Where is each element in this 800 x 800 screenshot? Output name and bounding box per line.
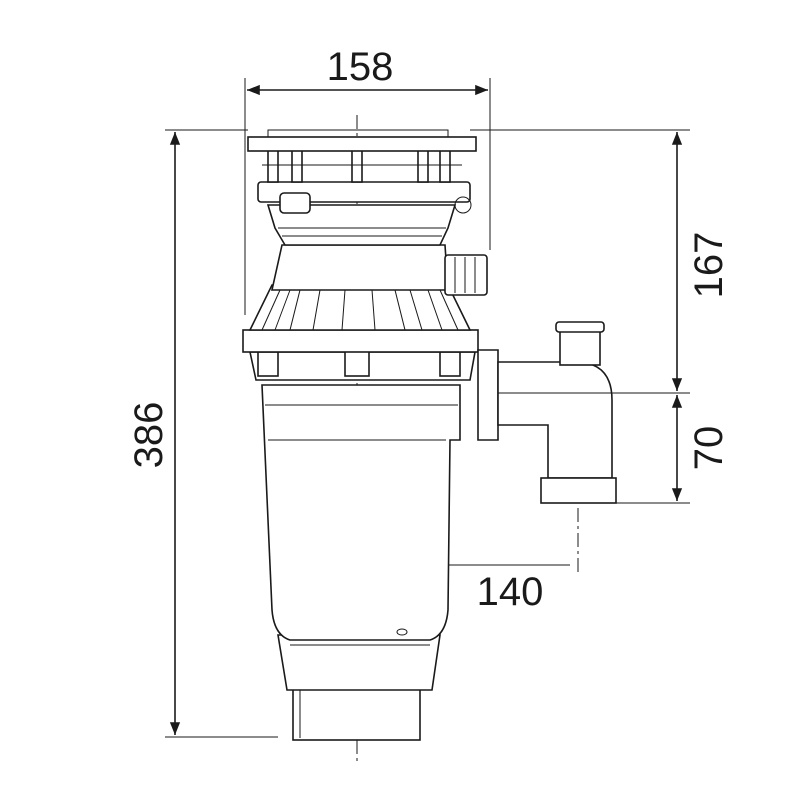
dimension-label-70: 70 [687, 426, 731, 471]
dimension-label-158: 158 [327, 45, 394, 89]
dimension-label-167: 167 [687, 232, 731, 299]
dimension-outlet-offset: 140 [370, 508, 579, 614]
disposer-body [242, 129, 617, 741]
dimension-total-height: 386 [127, 129, 278, 738]
dimension-right: 167 70 [470, 129, 731, 504]
dimension-label-140: 140 [477, 570, 544, 614]
dimension-width: 158 [244, 45, 491, 315]
dimension-label-386: 386 [127, 402, 171, 469]
